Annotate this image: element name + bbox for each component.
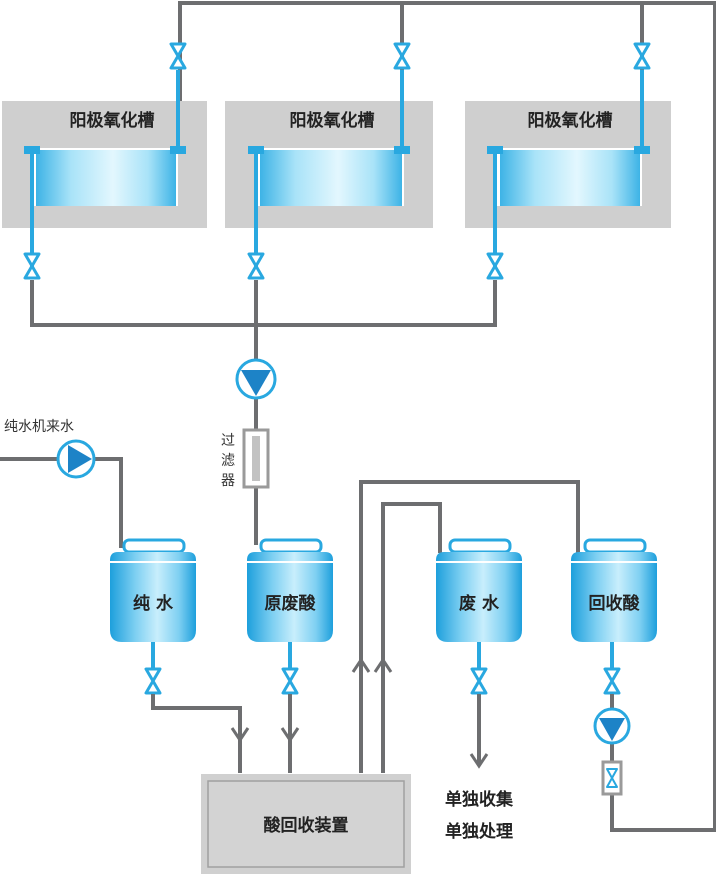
valve-icon[interactable] bbox=[169, 42, 187, 70]
valve-icon[interactable] bbox=[603, 667, 621, 695]
filter-icon bbox=[242, 428, 270, 489]
vessel-recovered-acid-label: 回收酸 bbox=[589, 593, 641, 614]
valve-icon[interactable] bbox=[393, 42, 411, 70]
note-separate-treat: 单独处理 bbox=[445, 821, 513, 842]
valve-icon[interactable] bbox=[23, 252, 41, 280]
vessel-raw-waste-acid-label: 原废酸 bbox=[265, 593, 317, 614]
flowmeter-icon bbox=[601, 760, 623, 796]
anodizing-tank-2: 阳极氧化槽 bbox=[225, 101, 433, 228]
device-return-pipes bbox=[359, 480, 580, 773]
down-arrow-icon bbox=[230, 727, 489, 769]
pump-icon[interactable] bbox=[593, 707, 631, 745]
pure-water-source-label: 纯水机来水 bbox=[4, 419, 74, 435]
tank-outlet-pipes bbox=[30, 70, 644, 272]
valve-icon[interactable] bbox=[144, 667, 162, 695]
anodizing-tank-3: 阳极氧化槽 bbox=[465, 101, 671, 228]
filter-label-2: 滤 bbox=[221, 453, 235, 469]
pure-water-inlet-pipe bbox=[0, 457, 123, 548]
valve-icon[interactable] bbox=[470, 667, 488, 695]
valve-icon[interactable] bbox=[281, 667, 299, 695]
vessel-raw-waste-acid: 原废酸 bbox=[247, 538, 333, 642]
device-label: 酸回收装置 bbox=[264, 815, 349, 836]
pump-icon[interactable] bbox=[235, 358, 277, 400]
vessel-pure-water-label: 纯 水 bbox=[133, 593, 174, 614]
vessel-waste-water: 废 水 bbox=[436, 538, 522, 642]
collection-manifold bbox=[30, 280, 497, 545]
vessel-pure-water: 纯 水 bbox=[110, 538, 196, 642]
anodizing-tank-1: 阳极氧化槽 bbox=[2, 101, 207, 228]
tank-3-label: 阳极氧化槽 bbox=[528, 110, 613, 131]
vessel-waste-water-label: 废 水 bbox=[459, 593, 500, 614]
vessel-recovered-acid: 回收酸 bbox=[571, 538, 657, 642]
acid-recovery-device[interactable]: 酸回收装置 bbox=[201, 774, 411, 874]
valve-icon[interactable] bbox=[633, 42, 651, 70]
filter-label-3: 器 bbox=[221, 473, 235, 489]
up-arrow-icon bbox=[351, 657, 393, 673]
valve-icon[interactable] bbox=[247, 252, 265, 280]
tank-1-label: 阳极氧化槽 bbox=[70, 110, 155, 131]
tank-2-label: 阳极氧化槽 bbox=[290, 110, 375, 131]
filter-label-1: 过 bbox=[221, 433, 235, 449]
note-separate-collect: 单独收集 bbox=[445, 789, 514, 810]
pump-icon[interactable] bbox=[56, 439, 96, 479]
valve-icon[interactable] bbox=[486, 252, 504, 280]
